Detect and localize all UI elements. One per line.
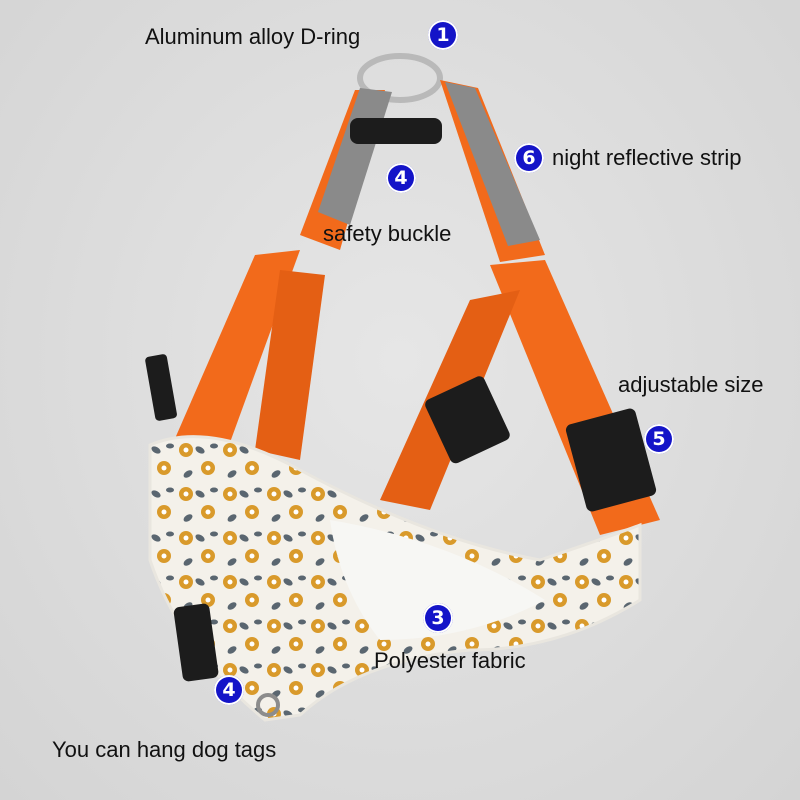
callout-badge-4-top: 4 <box>386 163 416 193</box>
reflective-strip-left <box>318 88 392 225</box>
callout-badge-5: 5 <box>644 424 674 454</box>
reflective-strip-right <box>445 82 540 246</box>
safety-buckle <box>350 118 442 144</box>
callout-badge-6: 6 <box>514 143 544 173</box>
callout-label-reflective-strip: night reflective strip <box>552 145 742 170</box>
callout-label-dog-tags: You can hang dog tags <box>52 737 277 762</box>
callout-label-safety-buckle: safety buckle <box>323 221 452 246</box>
d-ring <box>357 53 443 103</box>
callout-label-adjustable-size: adjustable size <box>618 372 764 397</box>
callout-label-d-ring: Aluminum alloy D-ring <box>145 24 361 49</box>
callout-badge-3: 3 <box>423 603 453 633</box>
callout-badge-1: 1 <box>428 20 458 50</box>
adjuster-buckle-right <box>565 408 657 512</box>
callout-label-polyester-fabric: Polyester fabric <box>374 648 526 673</box>
callout-badge-4-bottom: 4 <box>214 675 244 705</box>
tag-ring <box>256 693 280 717</box>
adjuster-buckle <box>425 376 510 464</box>
brand-tag <box>173 603 219 682</box>
